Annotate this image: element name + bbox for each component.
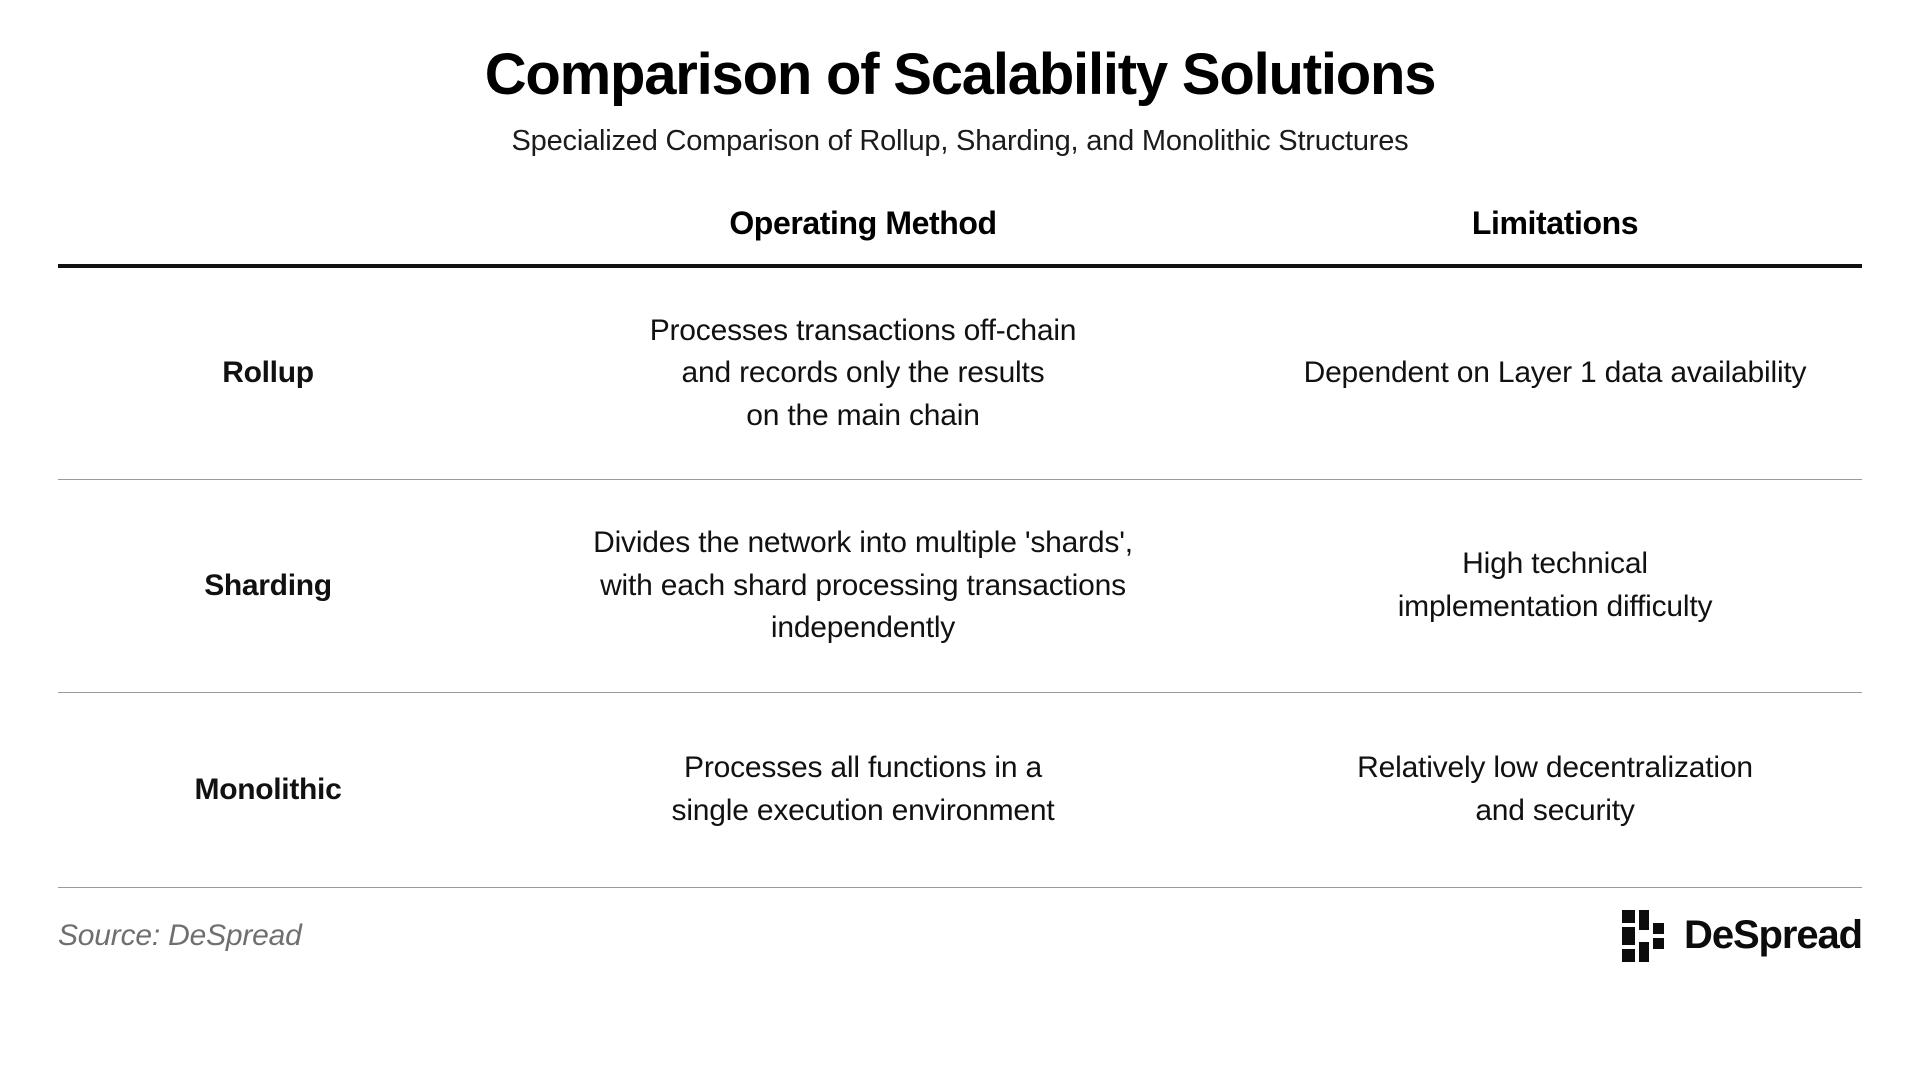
column-header-operating-method: Operating Method	[729, 205, 997, 242]
header-block: Comparison of Scalability Solutions Spec…	[0, 0, 1920, 158]
brand-wordmark: DeSpread	[1684, 913, 1863, 958]
row-label-monolithic: Monolithic	[194, 772, 342, 806]
comparison-table: Operating Method Limitations Rollup Proc…	[58, 158, 1862, 888]
comparison-table-wrapper: Operating Method Limitations Rollup Proc…	[58, 158, 1862, 888]
row-label-sharding: Sharding	[204, 568, 332, 602]
table-header: Operating Method Limitations	[58, 158, 1862, 267]
table-header-row: Operating Method Limitations	[58, 158, 1862, 267]
row-label-rollup: Rollup	[222, 356, 314, 390]
table-row: Sharding Divides the network into multip…	[58, 479, 1862, 693]
cell-sharding-operating-method: Divides the network into multiple 'shard…	[593, 526, 1133, 645]
footer-block: Source: DeSpread DeSpread	[58, 888, 1863, 984]
column-header-limitations: Limitations	[1471, 205, 1639, 242]
despread-logo-icon	[1622, 909, 1665, 962]
page-title: Comparison of Scalability Solutions	[484, 42, 1437, 107]
cell-rollup-limitations: Dependent on Layer 1 data availability	[1303, 356, 1807, 390]
column-header-blank	[58, 158, 478, 266]
source-label: Source: DeSpread	[58, 918, 302, 952]
page-subtitle: Specialized Comparison of Rollup, Shardi…	[511, 124, 1409, 157]
brand-logo: DeSpread	[1622, 909, 1863, 962]
